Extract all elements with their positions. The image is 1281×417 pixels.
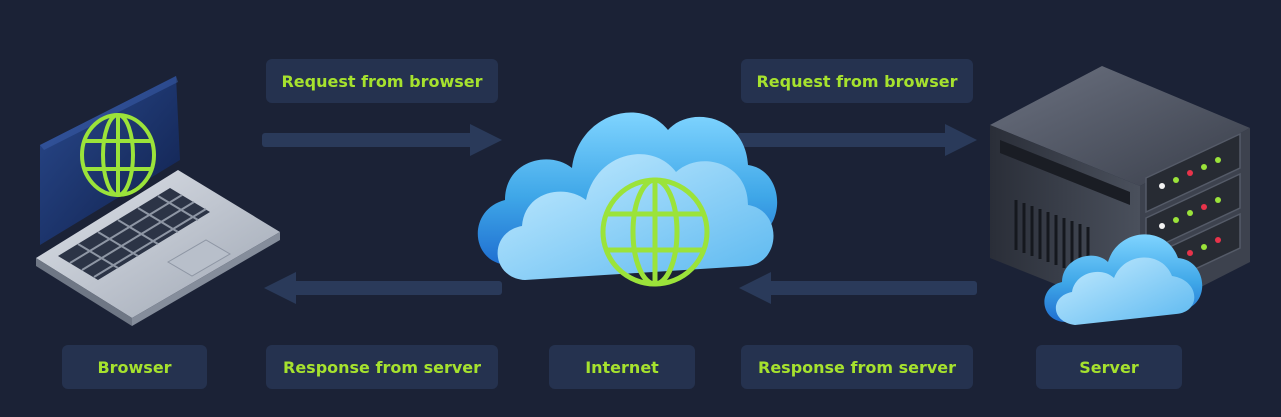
- label-browser: Browser: [62, 345, 207, 389]
- label-request-from-browser-left: Request from browser: [266, 59, 498, 103]
- arrow-request-internet-to-server: [737, 124, 977, 156]
- arrow-response-internet-to-browser: [264, 272, 502, 304]
- arrow-response-server-to-internet: [739, 272, 977, 304]
- label-response-from-server-right: Response from server: [741, 345, 973, 389]
- label-server: Server: [1036, 345, 1182, 389]
- laptop-globe-icon: [36, 76, 280, 326]
- label-internet: Internet: [549, 345, 695, 389]
- cloud-globe-icon: [477, 112, 778, 287]
- label-response-from-server-left: Response from server: [266, 345, 498, 389]
- server-cloud-icon: [990, 66, 1250, 325]
- arrow-request-browser-to-internet: [262, 124, 502, 156]
- label-request-from-browser-right: Request from browser: [741, 59, 973, 103]
